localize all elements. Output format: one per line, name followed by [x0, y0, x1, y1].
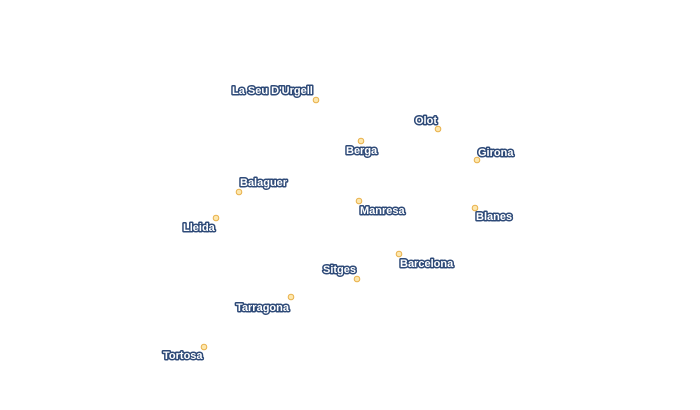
city-label-girona: Girona	[478, 147, 514, 159]
city-label-berga: Berga	[346, 145, 378, 157]
city-marker-girona	[473, 156, 481, 164]
city-label-barcelona: Barcelona	[400, 258, 454, 270]
city-blanes: Blanes	[471, 204, 514, 225]
city-balaguer: Balaguer	[235, 176, 289, 196]
city-olot: Olot	[414, 114, 442, 133]
city-berga: Berga	[345, 137, 380, 159]
city-marker-berga	[357, 137, 365, 145]
city-tortosa: Tortosa	[162, 343, 208, 364]
city-label-manresa: Manresa	[360, 205, 406, 217]
city-marker-blanes	[471, 204, 479, 212]
city-marker-manresa	[355, 197, 363, 205]
city-label-olot: Olot	[415, 115, 437, 127]
city-marker-tarragona	[287, 293, 295, 301]
city-marker-sitges	[353, 275, 361, 283]
city-marker-lleida	[212, 214, 220, 222]
city-barcelona: Barcelona	[395, 250, 456, 272]
city-label-balaguer: Balaguer	[240, 177, 288, 189]
city-marker-tortosa	[200, 343, 208, 351]
city-label-tarragona: Tarragona	[236, 302, 290, 314]
city-la-seu-d-urgell: La Seu D'Urgell	[231, 84, 320, 104]
city-marker-la-seu-d-urgell	[312, 96, 320, 104]
city-label-sitges: Sitges	[323, 264, 356, 276]
city-label-la-seu-d-urgell: La Seu D'Urgell	[232, 85, 313, 97]
city-sitges: Sitges	[322, 263, 361, 283]
city-tarragona: Tarragona	[235, 293, 295, 316]
city-marker-olot	[434, 125, 442, 133]
city-lleida: Lleida	[182, 214, 220, 236]
city-manresa: Manresa	[355, 197, 407, 219]
city-label-lleida: Lleida	[183, 222, 216, 234]
city-label-blanes: Blanes	[476, 211, 512, 223]
city-label-tortosa: Tortosa	[163, 350, 203, 362]
city-marker-barcelona	[395, 250, 403, 258]
city-girona: Girona	[473, 146, 516, 164]
city-marker-balaguer	[235, 188, 243, 196]
